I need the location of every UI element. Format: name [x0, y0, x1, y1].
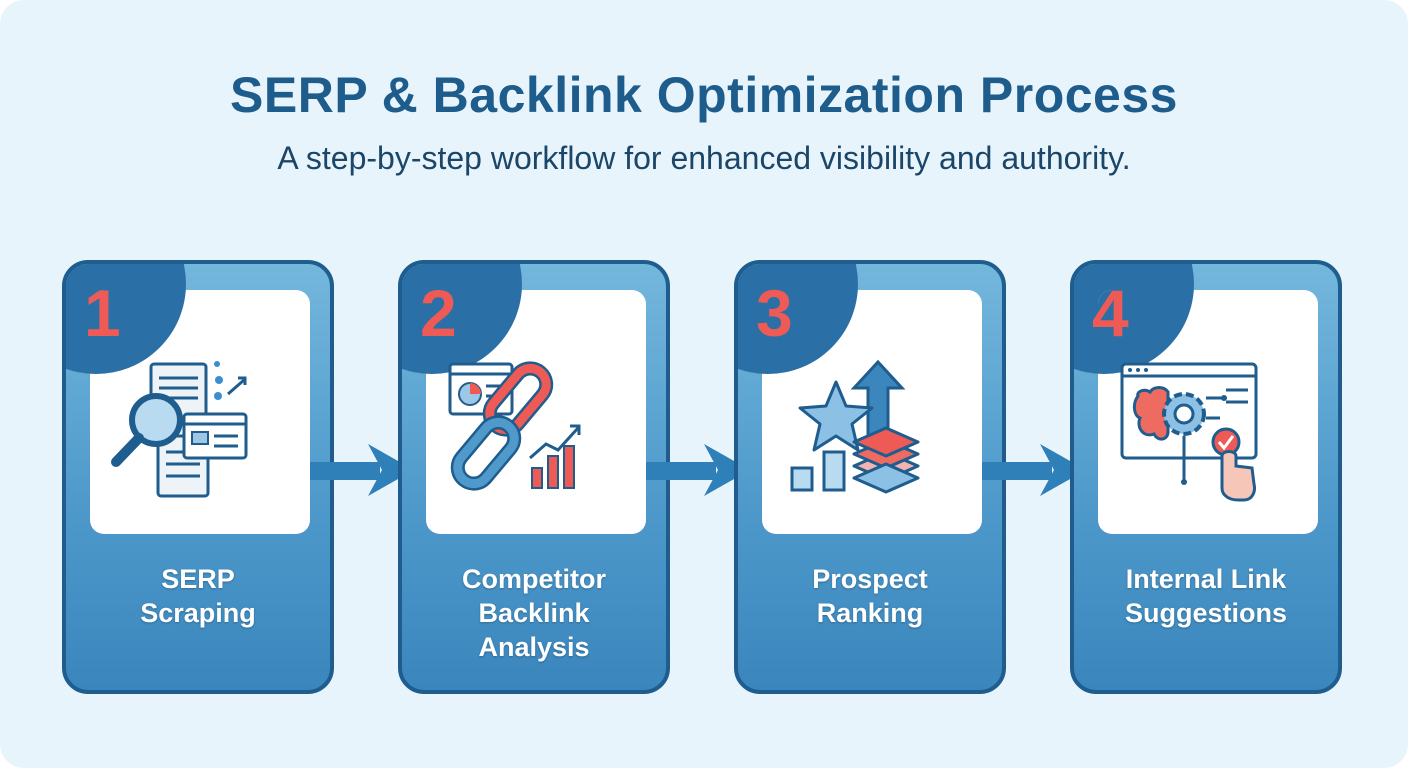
flow-arrow-1-to-2: [310, 444, 414, 496]
step-number: 3: [756, 276, 793, 350]
chain-link-chart-icon: [448, 361, 581, 491]
step-card-2: 2 Competitor Backlink Analysis: [398, 260, 670, 694]
step-number: 2: [420, 276, 457, 350]
brain-gear-click-icon: [1120, 362, 1258, 502]
step-card-1: 1 SERP Scraping: [62, 260, 334, 694]
step-label: Prospect Ranking: [812, 564, 928, 628]
diagram-subtitle: A step-by-step workflow for enhanced vis…: [277, 140, 1131, 176]
step-label: Internal Link Suggestions: [1124, 564, 1287, 628]
flow-arrow-2-to-3: [646, 444, 750, 496]
diagram-title: SERP & Backlink Optimization Process: [230, 67, 1178, 123]
step-card-4: 4 Internal Link Suggestions: [1070, 260, 1342, 694]
magnifier-documents-icon: [111, 361, 248, 498]
step-number: 4: [1092, 276, 1129, 350]
flow-arrow-3-to-4: [982, 444, 1086, 496]
step-label: Competitor Backlink Analysis: [462, 564, 606, 662]
step-number: 1: [84, 276, 121, 350]
step-label: SERP Scraping: [140, 564, 256, 628]
step-card-3: 3 Prospect Ranking: [734, 260, 1006, 694]
star-layers-rank-icon: [790, 359, 920, 494]
